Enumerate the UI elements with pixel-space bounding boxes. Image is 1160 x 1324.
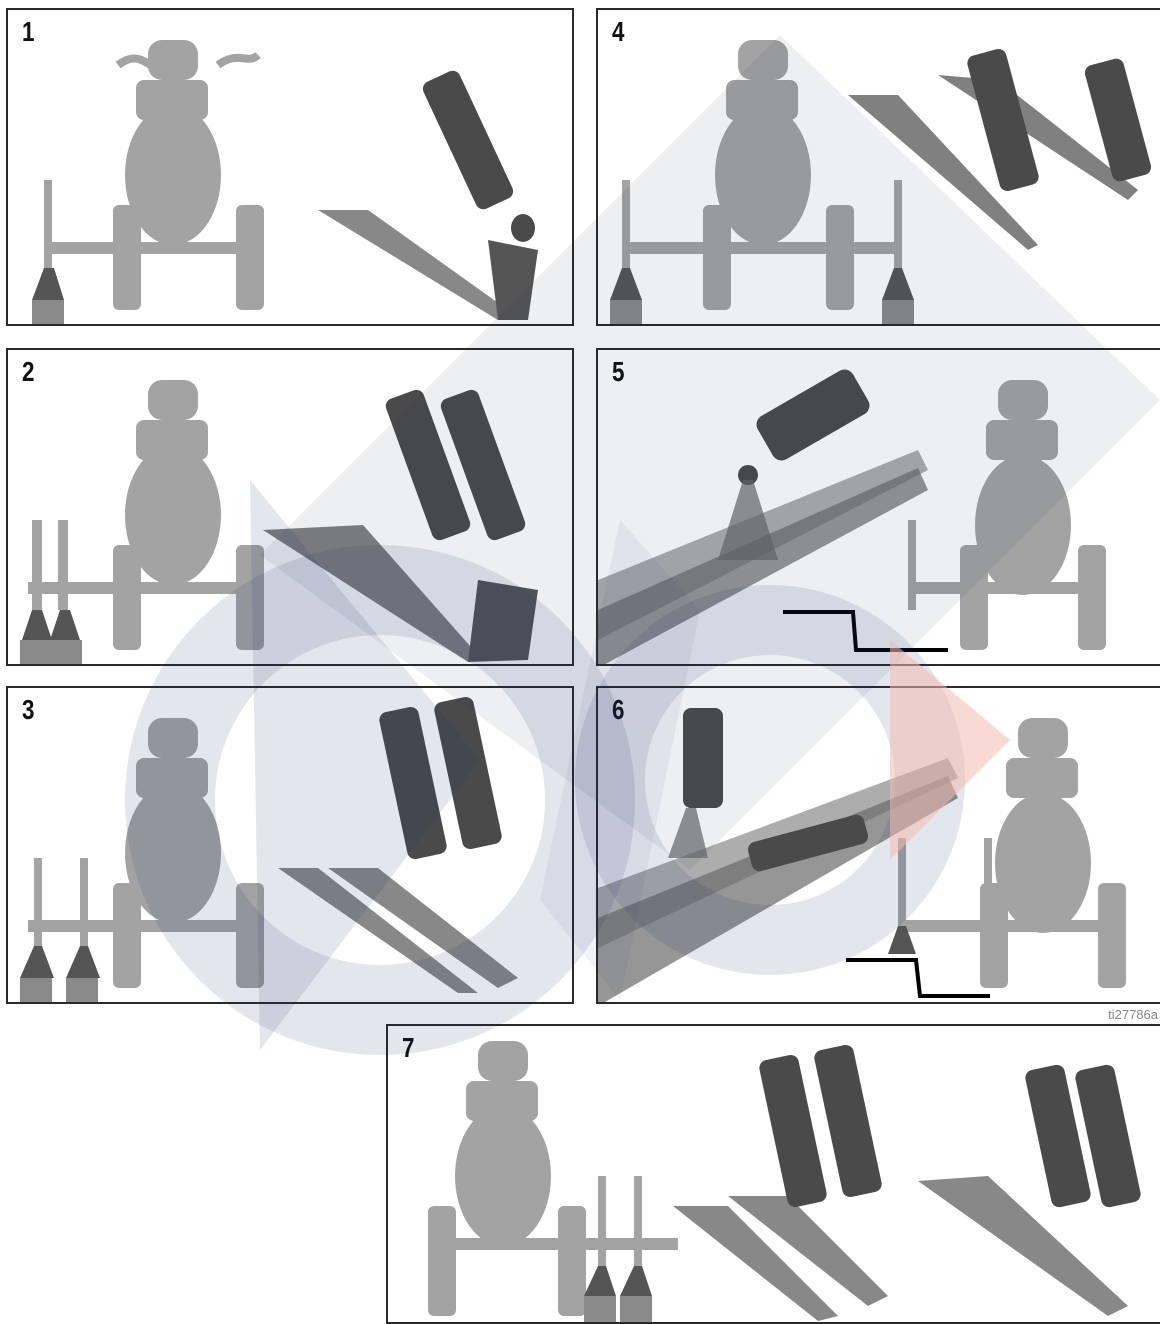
panel-4-illustration xyxy=(598,10,1160,326)
panel-2-illustration xyxy=(8,350,574,666)
step-panel-7: 7 xyxy=(386,1024,1160,1324)
step-panel-2: 2 xyxy=(6,348,574,666)
line-striper-rear-view-icon xyxy=(44,40,264,310)
spray-gun-icon xyxy=(420,68,535,242)
curb-profile-icon xyxy=(846,960,990,996)
spray-gun-icon xyxy=(378,695,503,860)
panel-1-illustration xyxy=(8,10,574,326)
spray-gun-icon xyxy=(738,366,873,485)
spray-gun-icon xyxy=(966,47,1153,193)
nozzle-icon xyxy=(620,1266,652,1296)
step-number: 1 xyxy=(22,16,34,48)
line-striper-rear-view-icon xyxy=(28,718,264,988)
step-number: 6 xyxy=(612,694,624,726)
step-panel-1: 1 xyxy=(6,8,574,326)
spray-gun-icon xyxy=(384,388,528,543)
step-number: 3 xyxy=(22,694,34,726)
step-number: 7 xyxy=(402,1032,414,1064)
step-panel-6: 6 xyxy=(596,686,1160,1004)
nozzle-icon xyxy=(22,610,52,640)
panel-3-illustration xyxy=(8,688,574,1004)
nozzle-icon xyxy=(20,946,54,978)
step-number: 5 xyxy=(612,356,624,388)
step-panel-3: 3 xyxy=(6,686,574,1004)
figure-code: ti27786a xyxy=(1108,1007,1158,1022)
panel-5-illustration xyxy=(598,350,1160,666)
nozzle-icon xyxy=(66,946,100,978)
line-striper-rear-view-icon xyxy=(898,718,1126,988)
nozzle-icon xyxy=(584,1266,616,1296)
step-panel-4: 4 xyxy=(596,8,1160,326)
nozzle-icon xyxy=(50,610,80,640)
nozzle-icon xyxy=(32,268,64,300)
line-striper-rear-view-icon xyxy=(28,380,264,650)
line-striper-rear-view-icon xyxy=(622,40,902,310)
curb-profile-icon xyxy=(783,612,948,650)
line-striper-rear-view-icon xyxy=(908,380,1106,650)
panel-7-illustration xyxy=(388,1026,1160,1324)
panel-6-illustration xyxy=(598,688,1160,1004)
nozzle-icon xyxy=(610,268,642,300)
step-number: 2 xyxy=(22,356,34,388)
step-panel-5: 5 xyxy=(596,348,1160,666)
step-number: 4 xyxy=(612,16,624,48)
nozzle-icon xyxy=(882,268,914,300)
